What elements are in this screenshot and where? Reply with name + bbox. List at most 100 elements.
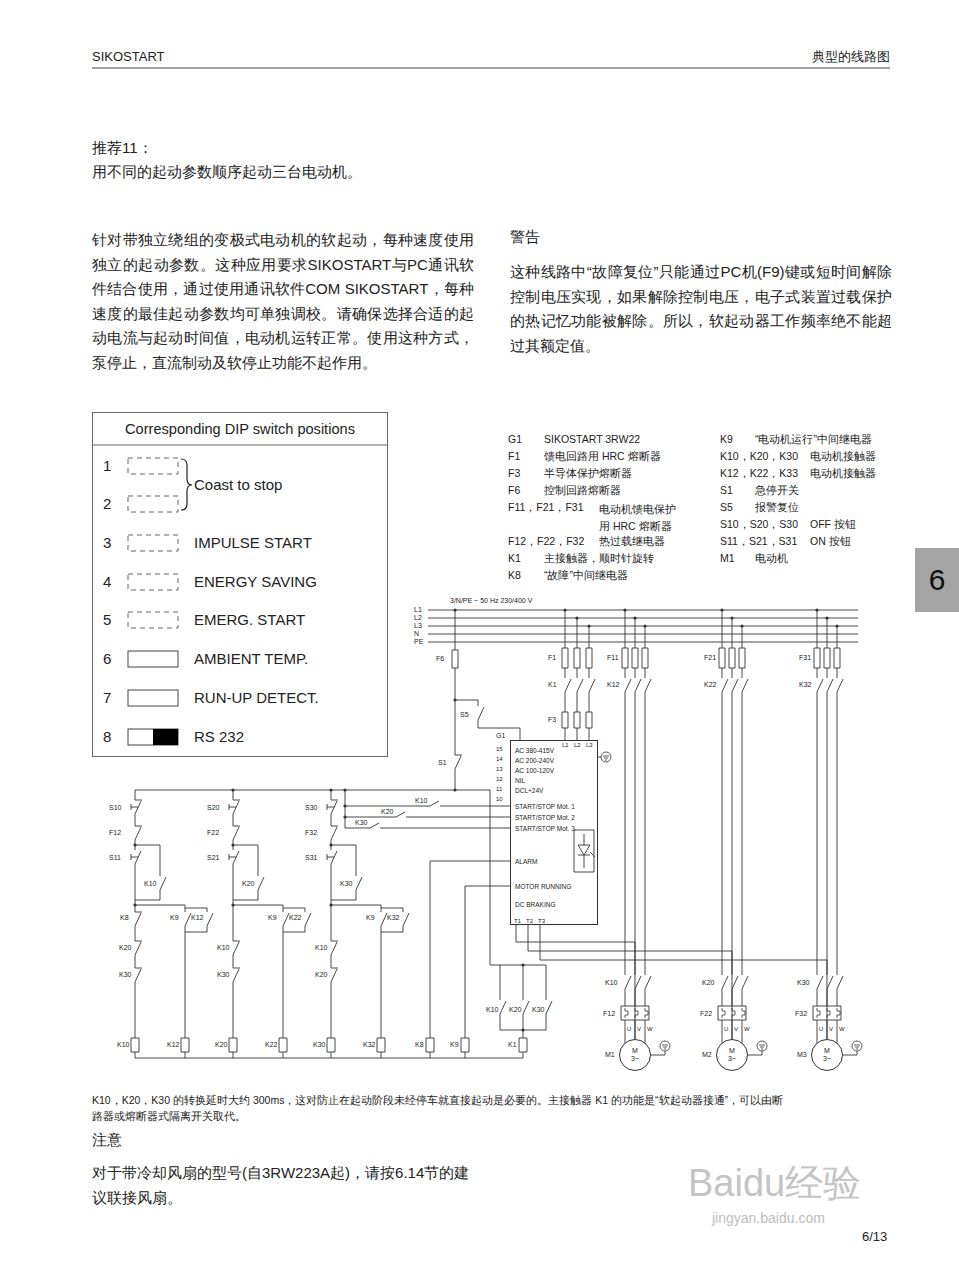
circuit-label: K10 bbox=[605, 979, 617, 986]
circuit-label: K32 bbox=[363, 1041, 375, 1048]
circuit-label: V bbox=[829, 1026, 833, 1032]
dip-switch bbox=[128, 574, 178, 590]
circuit-label: K12 bbox=[167, 1041, 179, 1048]
circuit-label: 10 bbox=[496, 796, 503, 802]
circuit-label: S31 bbox=[305, 854, 317, 861]
circuit-label: F22 bbox=[207, 829, 219, 836]
circuit-label: W bbox=[744, 1026, 750, 1032]
circuit-label: K22 bbox=[289, 914, 301, 921]
bracket bbox=[181, 459, 192, 510]
dip-switch bbox=[128, 535, 178, 551]
label-text: IMPULSE START bbox=[194, 534, 312, 553]
watermark-text: jingyan.baidu.com bbox=[712, 1210, 825, 1228]
circuit-label: K30 bbox=[119, 971, 131, 978]
circuit-label: 3/N/PE ~ 50 Hz 230/400 V bbox=[450, 597, 532, 604]
node-text: ALARM bbox=[515, 858, 537, 866]
watermark-text: Baidu经验 bbox=[688, 1160, 861, 1208]
circuit-label: F32 bbox=[795, 1010, 807, 1017]
circuit-label: 13 bbox=[496, 766, 503, 772]
fuse-and-coil bbox=[131, 648, 841, 1052]
dip-switch bbox=[128, 651, 178, 667]
node-text: T1 bbox=[514, 917, 521, 925]
node-text: START/STOP Mot. 1 bbox=[515, 803, 575, 811]
earth-symbol bbox=[601, 752, 862, 1051]
circuit-label: K9 bbox=[268, 914, 277, 921]
label-text: F3 bbox=[508, 467, 520, 480]
label-text: S1 bbox=[720, 484, 733, 497]
label-text: 3 bbox=[103, 534, 111, 553]
circuit-label: 11 bbox=[496, 786, 502, 792]
node-text: Corresponding DIP switch positions bbox=[93, 420, 387, 438]
circuit-label: N bbox=[414, 630, 419, 637]
circuit-label: K30 bbox=[217, 971, 229, 978]
label-text: 针对带独立绕组的变极式电动机的软起动，每种速度使用独立的起动参数。这种应用要求S… bbox=[92, 228, 474, 375]
label-text: K1 bbox=[508, 552, 521, 565]
label-text: 警告 bbox=[510, 228, 540, 247]
overload-mark bbox=[625, 1008, 840, 1018]
label-text: F12，F22，F32 bbox=[508, 535, 584, 548]
label-text: 这种线路中“故障复位”只能通过PC机(F9)键或短时间解除控制电压实现，如果解除… bbox=[510, 260, 892, 358]
circuit-label: K1 bbox=[508, 1041, 517, 1048]
motor-feed-wire bbox=[540, 925, 827, 1039]
circuit-label: S11 bbox=[109, 854, 121, 861]
circuit-label: K22 bbox=[704, 681, 716, 688]
circuit-label: S21 bbox=[207, 854, 219, 861]
node-text: MOTOR RUNNING bbox=[515, 883, 571, 891]
header-rule bbox=[92, 68, 890, 69]
motor-feed-wire bbox=[516, 925, 635, 1039]
label-text: 1 bbox=[103, 457, 111, 476]
label-text: K12，K22，K33 bbox=[720, 467, 798, 480]
circuit-label: M1 bbox=[605, 1051, 615, 1058]
circuit-label: V bbox=[734, 1026, 738, 1032]
node-text: M 3~ bbox=[820, 1047, 834, 1063]
node-text: M 3~ bbox=[628, 1047, 642, 1063]
circuit-label: U bbox=[724, 1026, 728, 1032]
label-text: 馈电回路用 HRC 熔断器 bbox=[544, 450, 661, 463]
circuit-label: L1 bbox=[414, 606, 422, 613]
node-text: 6 bbox=[929, 563, 946, 597]
circuit-label: K8 bbox=[415, 1041, 424, 1048]
label-text: 用不同的起动参数顺序起动三台电动机。 bbox=[92, 163, 362, 182]
label-text: 电动机馈电保护用 HRC 熔断器 bbox=[599, 501, 677, 535]
circuit-label: W bbox=[647, 1026, 653, 1032]
circuit-label: F6 bbox=[436, 655, 444, 662]
node-text: G1 bbox=[496, 732, 505, 740]
label-text: 典型的线路图 bbox=[812, 49, 890, 65]
label-text: K8 bbox=[508, 569, 521, 582]
dip-switch bbox=[128, 458, 178, 474]
label-text: Coast to stop bbox=[194, 476, 282, 495]
label-text: RUN-UP DETECT. bbox=[194, 689, 319, 708]
circuit-label: K10 bbox=[144, 880, 156, 887]
junction-dot bbox=[133, 608, 838, 1031]
label-text: 电动机接触器 bbox=[810, 467, 876, 480]
label-text: RS 232 bbox=[194, 728, 244, 747]
circuit-label: S30 bbox=[305, 804, 317, 811]
circuit-label: V bbox=[637, 1026, 641, 1032]
node-text: DC BRAKING bbox=[515, 901, 555, 909]
circuit-label: L2 bbox=[414, 614, 422, 621]
label-text: 4 bbox=[103, 573, 111, 592]
circuit-label: K9 bbox=[170, 914, 179, 921]
circuit-label: L1 bbox=[562, 742, 569, 748]
label-text: SIKOSTART bbox=[92, 49, 164, 65]
circuit-label: F22 bbox=[700, 1010, 712, 1017]
dip-switch bbox=[128, 612, 178, 628]
circuit-label: 12 bbox=[496, 776, 503, 782]
label-text: K10，K20，K30 的转换延时大约 300ms，这对防止在起动阶段未经停车就… bbox=[92, 1092, 792, 1124]
node-text: AC 100-120V bbox=[515, 767, 554, 775]
motor-feed-wire bbox=[528, 925, 732, 1039]
circuit-label: K10 bbox=[315, 944, 327, 951]
label-text: 2 bbox=[103, 495, 111, 514]
circuit-label: K10 bbox=[217, 944, 229, 951]
circuit-label: K20 bbox=[315, 971, 327, 978]
node-text: DCL+24V bbox=[515, 787, 543, 795]
circuit-label: K10 bbox=[415, 797, 427, 804]
circuit-label: F21 bbox=[704, 654, 716, 661]
circuit-label: S5 bbox=[460, 711, 469, 718]
chapter-tab: 6 bbox=[915, 548, 959, 612]
node-text: M 3~ bbox=[725, 1047, 739, 1063]
label-text: K9 bbox=[720, 433, 733, 446]
circuit-label: U bbox=[627, 1026, 631, 1032]
circuit-label: K32 bbox=[387, 914, 399, 921]
label-text: S10，S20，S30 bbox=[720, 518, 798, 531]
